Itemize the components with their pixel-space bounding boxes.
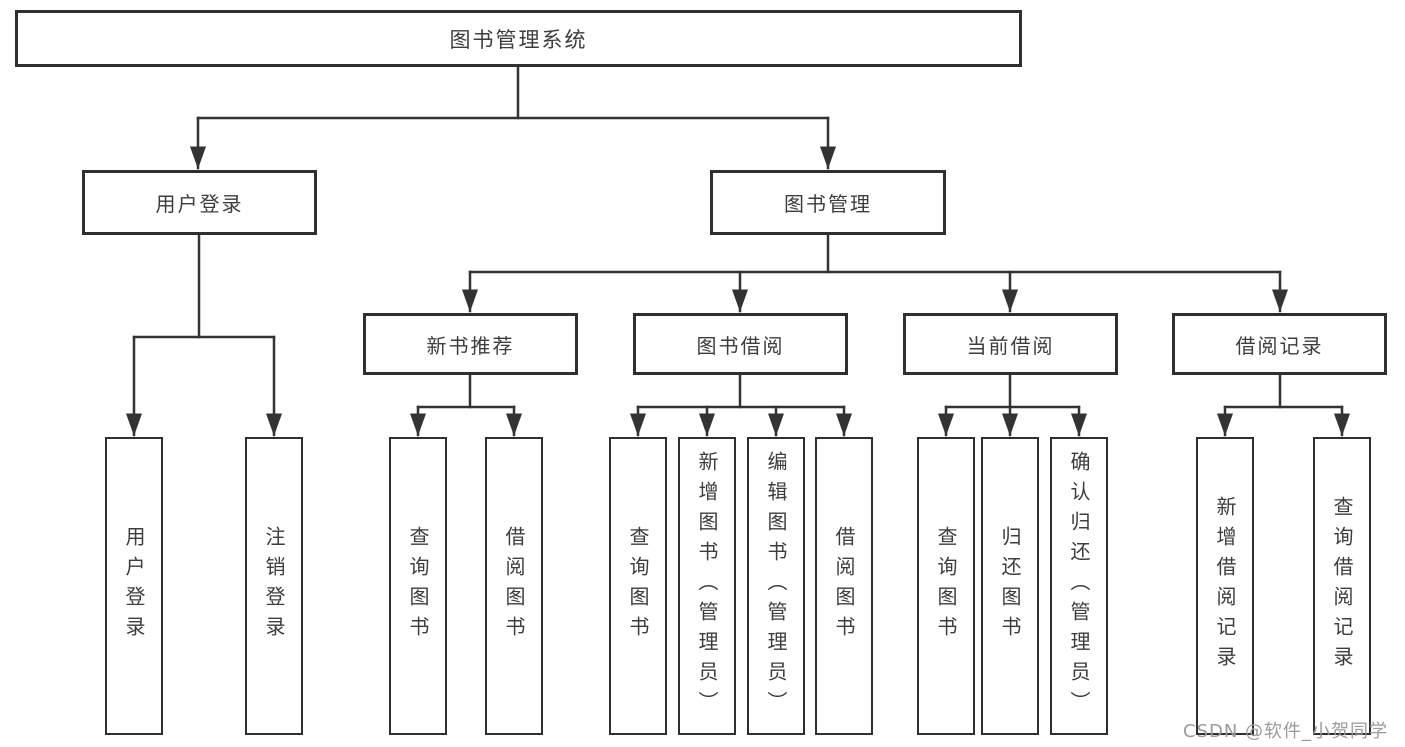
node-library-system: 图书管理系统 xyxy=(15,10,1022,67)
leaf-confirm-return-admin: 确认归还（管理员） xyxy=(1050,437,1108,735)
watermark: CSDN @软件_小贺同学 xyxy=(1183,721,1389,742)
leaf-add-book-admin: 新增图书（管理员） xyxy=(678,437,736,735)
leaf-borrow-books-borrowing: 借阅图书 xyxy=(815,437,873,735)
node-current-borrowing: 当前借阅 xyxy=(903,313,1118,375)
leaf-query-books-borrowing: 查询图书 xyxy=(609,437,667,735)
node-new-book-recommend: 新书推荐 xyxy=(363,313,578,375)
node-borrow-records: 借阅记录 xyxy=(1172,313,1387,375)
leaf-query-books-current: 查询图书 xyxy=(917,437,975,735)
leaf-borrow-books-recommend: 借阅图书 xyxy=(485,437,543,735)
leaf-query-borrow-record: 查询借阅记录 xyxy=(1313,437,1371,735)
leaf-add-borrow-record: 新增借阅记录 xyxy=(1196,437,1254,735)
leaf-user-login: 用户登录 xyxy=(105,437,163,735)
node-book-management: 图书管理 xyxy=(710,170,946,235)
node-book-borrowing: 图书借阅 xyxy=(633,313,848,375)
leaf-logout: 注销登录 xyxy=(245,437,303,735)
node-user-login: 用户登录 xyxy=(82,170,317,235)
leaf-edit-book-admin: 编辑图书（管理员） xyxy=(747,437,805,735)
leaf-query-books-recommend: 查询图书 xyxy=(389,437,447,735)
leaf-return-books: 归还图书 xyxy=(981,437,1039,735)
